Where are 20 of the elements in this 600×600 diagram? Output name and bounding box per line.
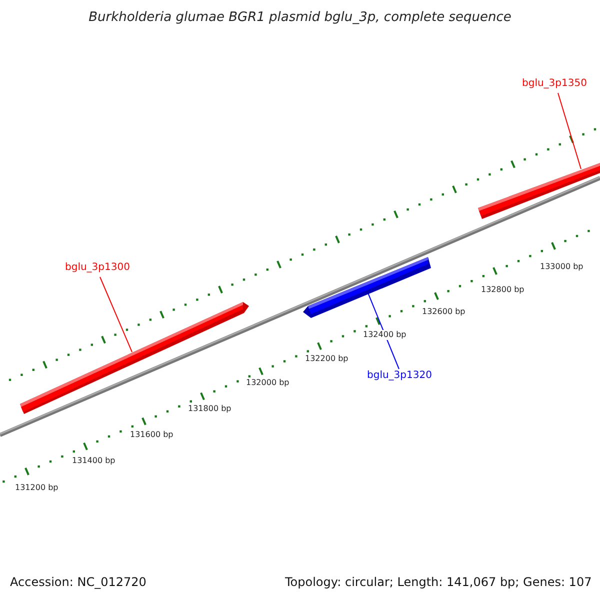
gene-bar: [478, 163, 600, 219]
tick-label: 133000 bp: [540, 262, 584, 272]
tick-label: 131800 bp: [188, 404, 232, 414]
tick-label: 131200 bp: [15, 483, 58, 493]
footer-note: Accession: NC_012720: [10, 575, 146, 590]
tick-label: 131400 bp: [72, 456, 116, 466]
leader-line: [368, 292, 400, 370]
tick-label: 132400 bp: [363, 330, 406, 340]
gene-label: bglu_3p1320: [367, 370, 432, 382]
leader-line: [100, 276, 132, 352]
gene-label: bglu_3p1300: [65, 262, 130, 274]
tick-label: 132000 bp: [246, 378, 290, 388]
footer-note: Topology: circular; Length: 141,067 bp; Genes: 107: [285, 575, 590, 590]
leader-line: [558, 92, 582, 170]
tick-label: 132800 bp: [481, 285, 524, 295]
tick-label: 131600 bp: [130, 430, 174, 440]
tick-label: 132200 bp: [305, 354, 348, 364]
tick-label: 132600 bp: [422, 307, 466, 317]
gene-label: bglu_3p1350: [522, 78, 587, 90]
diagram-title: Burkholderia glumae BGR1 plasmid bglu_3p, complete sequence: [88, 10, 512, 26]
